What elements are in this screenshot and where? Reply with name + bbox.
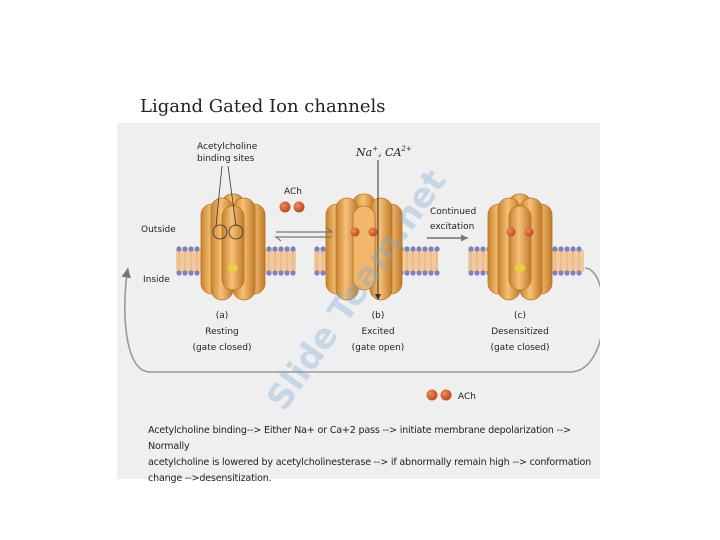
channel-a-resting — [200, 193, 266, 301]
state-b-name: Excited — [361, 327, 394, 337]
state-a-name: Resting — [205, 327, 239, 337]
ligand-gated-channel-diagram: Acetylcholine binding sites ACh Na+, CA2… — [121, 142, 600, 402]
binding-sites-label-line1: Acetylcholine — [197, 142, 258, 152]
inside-label: Inside — [143, 275, 170, 285]
state-c-gate: (gate closed) — [490, 343, 549, 353]
ach-label-top: ACh — [284, 187, 302, 197]
state-a-gate: (gate closed) — [192, 343, 251, 353]
caption-line-3: change -->desensitization. — [148, 473, 272, 484]
caption-line-2: acetylcholine is lowered by acetylcholin… — [148, 457, 592, 468]
ach-molecule-1 — [279, 201, 291, 213]
channel-c-desensitized — [487, 193, 553, 301]
binding-site-circle-1 — [212, 224, 228, 240]
state-b-gate: (gate open) — [352, 343, 405, 353]
ach-molecule-2 — [293, 201, 305, 213]
state-b-letter: (b) — [372, 311, 385, 321]
slide-title: Ligand Gated Ion channels — [140, 96, 386, 117]
caption: Acetylcholine binding--> Either Na+ or C… — [148, 423, 598, 487]
binding-sites-label-line2: binding sites — [197, 154, 255, 164]
continued-label-line1: Continued — [430, 207, 476, 217]
recovery-loop-arrow — [121, 267, 600, 373]
state-c-name: Desensitized — [491, 327, 549, 337]
ach-molecule-3 — [426, 389, 438, 401]
forward-arrow — [276, 227, 334, 233]
outside-label: Outside — [141, 225, 176, 235]
state-c-letter: (c) — [514, 311, 526, 321]
state-label-a: (a) Resting (gate closed) — [192, 311, 251, 353]
diagram-panel — [117, 123, 600, 479]
state-a-letter: (a) — [216, 311, 229, 321]
ach-molecule-4 — [440, 389, 452, 401]
continued-label-line2: excitation — [430, 222, 474, 232]
binding-site-pointer-2 — [227, 165, 237, 227]
state-label-b: (b) Excited (gate open) — [352, 311, 405, 353]
binding-site-pointer-1 — [215, 165, 223, 227]
caption-line-1: Acetylcholine binding--> Either Na+ or C… — [148, 425, 571, 452]
reverse-arrow — [274, 236, 332, 242]
ions-label: Na+, CA2+ — [355, 145, 412, 159]
channel-b-excited — [325, 193, 403, 301]
state-label-c: (c) Desensitized (gate closed) — [490, 311, 549, 353]
ach-label-bottom: ACh — [458, 392, 476, 402]
